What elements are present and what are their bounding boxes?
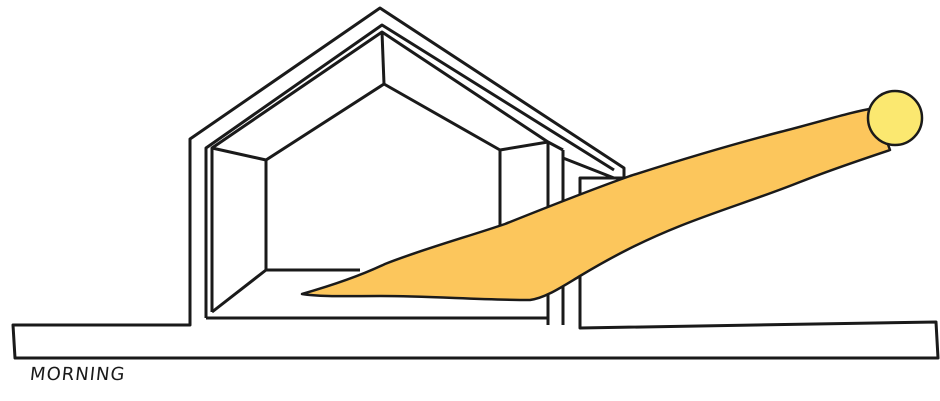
diagram-caption: MORNING: [28, 364, 127, 385]
sunlight-beam: [300, 106, 892, 302]
ground-slab: [11, 6, 940, 360]
sun-icon: [866, 89, 924, 147]
roof-outer-line: [204, 23, 615, 318]
corner-left-bottom: [211, 268, 267, 314]
ground-slab-outline: [11, 6, 940, 360]
corner-right-top: [499, 140, 549, 152]
room-outer-frame: [210, 30, 550, 312]
corner-ridge: [380, 31, 386, 85]
corner-left-top: [211, 146, 267, 162]
interior-room: [210, 30, 550, 314]
wall-cap: [547, 140, 564, 152]
roof-eave-right: [562, 156, 615, 180]
